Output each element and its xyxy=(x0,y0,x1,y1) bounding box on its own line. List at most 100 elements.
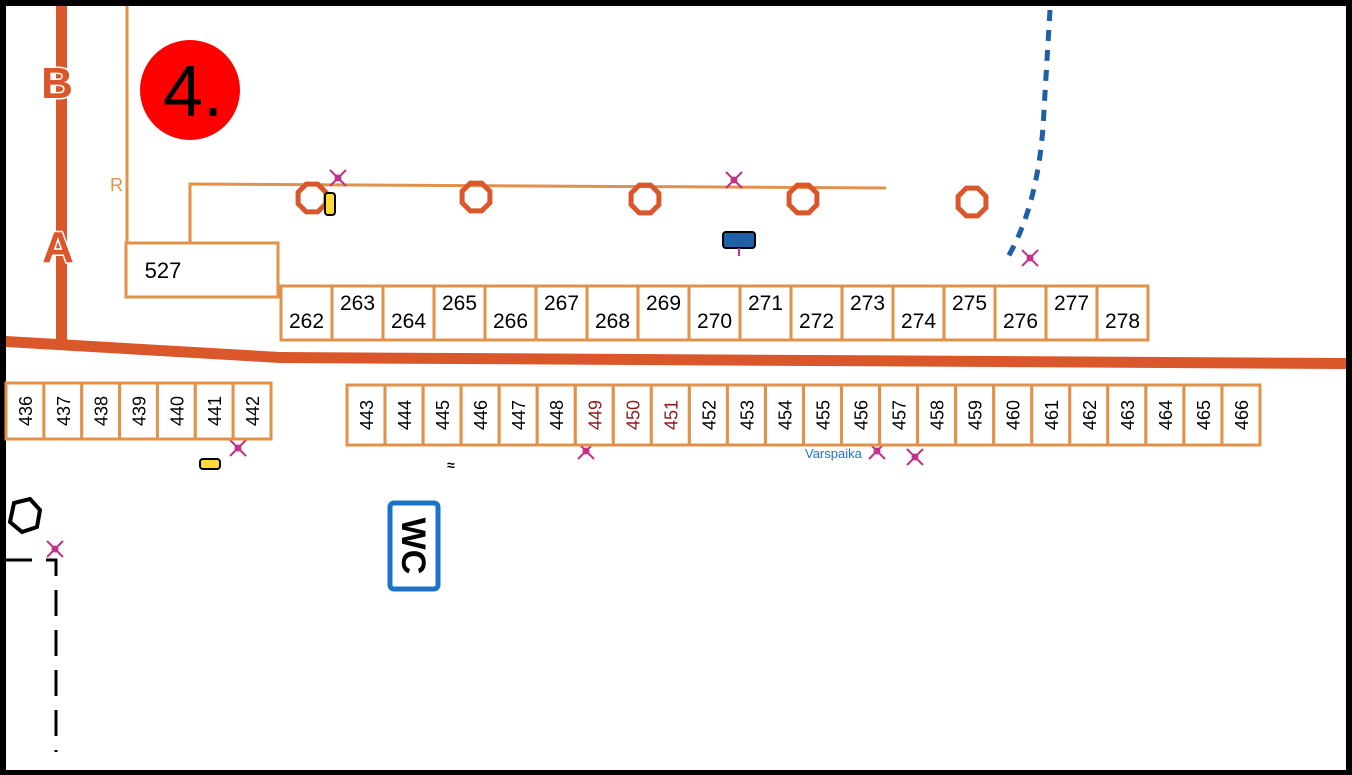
utility-symbol: ≈ xyxy=(447,457,455,473)
plot-label: 273 xyxy=(850,292,885,315)
plot-label: 436 xyxy=(16,396,36,426)
plot-label: 465 xyxy=(1194,400,1214,430)
plot xyxy=(193,381,235,441)
upper-plot-row: 2622632642652662672682692702712722732742… xyxy=(279,284,1150,342)
plot xyxy=(1106,383,1148,447)
plot-label: 448 xyxy=(547,400,567,430)
plot xyxy=(992,383,1034,447)
plot-label: 278 xyxy=(1105,310,1140,333)
plot-label: 463 xyxy=(1118,400,1138,430)
lower-plot-row-left: 436 437 438 439 440 441 442 xyxy=(4,381,273,441)
plot-label: 444 xyxy=(395,400,415,430)
plot xyxy=(636,284,691,342)
plot-label: 459 xyxy=(966,400,986,430)
plot xyxy=(1030,383,1072,447)
area-badge xyxy=(140,40,240,140)
plot xyxy=(330,284,385,342)
tree-icon xyxy=(628,182,662,216)
plot-label: 442 xyxy=(243,396,263,426)
wc-label: WC xyxy=(394,518,432,575)
plot xyxy=(383,383,425,447)
plot-label: 454 xyxy=(776,400,796,430)
r-marker: R xyxy=(110,175,123,195)
plot xyxy=(279,284,334,342)
plot-label: 441 xyxy=(205,396,225,426)
plot-label: 447 xyxy=(509,400,529,430)
plot-label: 446 xyxy=(471,400,491,430)
tree-icon xyxy=(459,180,493,214)
plot-label: 445 xyxy=(433,400,453,430)
tree-icon xyxy=(786,182,820,216)
plot-label: 272 xyxy=(799,310,834,333)
post-marker-icon xyxy=(906,448,924,466)
plot-label: 450 xyxy=(623,400,643,430)
plot-label: 439 xyxy=(130,396,150,426)
plot-label: 438 xyxy=(92,396,112,426)
post-marker-icon xyxy=(324,192,336,216)
plot-label: 263 xyxy=(340,292,375,315)
road-vertical xyxy=(56,6,67,342)
plot-label: 464 xyxy=(1156,400,1176,430)
plot xyxy=(80,381,122,441)
plot-label: 262 xyxy=(289,310,324,333)
plot xyxy=(687,284,742,342)
water-tap-icon xyxy=(722,231,756,249)
plot-label: 452 xyxy=(699,400,719,430)
plot-label: 277 xyxy=(1054,292,1089,315)
water-line xyxy=(1002,9,1053,264)
plot-label: 437 xyxy=(54,396,74,426)
plot-label: 440 xyxy=(167,396,187,426)
plot-label: 270 xyxy=(697,310,732,333)
plot-label: 461 xyxy=(1042,400,1062,430)
plot-label: 451 xyxy=(661,400,681,430)
plot-label: 264 xyxy=(391,310,426,333)
r-block xyxy=(130,182,188,240)
plot-label: 453 xyxy=(737,400,757,430)
plot-label: 268 xyxy=(595,310,630,333)
plot xyxy=(155,381,197,441)
plot xyxy=(534,284,589,342)
plot xyxy=(725,383,767,447)
plot-label: 458 xyxy=(928,400,948,430)
road-horizontal xyxy=(6,336,1346,369)
plot xyxy=(802,383,843,447)
reserve-label: Varspaika xyxy=(805,446,863,461)
plot xyxy=(1144,383,1186,447)
plot xyxy=(585,284,640,342)
plot-label: 462 xyxy=(1080,400,1100,430)
post-marker-icon xyxy=(1021,249,1039,267)
plot-label: 455 xyxy=(814,400,834,430)
plot-label: 269 xyxy=(646,292,681,315)
plot xyxy=(459,383,501,447)
plot-label: 460 xyxy=(1004,400,1024,430)
plot-label: 443 xyxy=(357,400,377,430)
plot xyxy=(878,383,920,447)
plot-label: 267 xyxy=(544,292,579,315)
plot xyxy=(1095,284,1150,342)
area-badge-label: 4. xyxy=(163,52,223,132)
post-marker-icon xyxy=(329,169,347,187)
hydrant-marker-icon xyxy=(199,458,221,470)
plot-527 xyxy=(124,241,280,299)
plot xyxy=(421,383,463,447)
road-label-upper: B xyxy=(41,59,73,108)
road-label-lower: A xyxy=(42,223,74,272)
plot-label: 275 xyxy=(952,292,987,315)
plot-label: 449 xyxy=(585,400,605,430)
plot xyxy=(231,381,273,441)
tree-icon xyxy=(295,181,329,215)
plot xyxy=(993,284,1048,342)
plot-label: 456 xyxy=(852,400,872,430)
plot-label: 276 xyxy=(1003,310,1038,333)
plot-label: 266 xyxy=(493,310,528,333)
boundary-dashed-corner xyxy=(6,558,58,752)
post-marker-icon xyxy=(725,171,743,189)
plot xyxy=(611,383,653,447)
plot xyxy=(649,383,691,447)
post-marker-icon xyxy=(229,439,247,457)
tree-icon xyxy=(7,496,43,535)
plot-label: 457 xyxy=(890,400,910,430)
plot-label: 274 xyxy=(901,310,936,333)
tree-icon xyxy=(955,185,989,219)
